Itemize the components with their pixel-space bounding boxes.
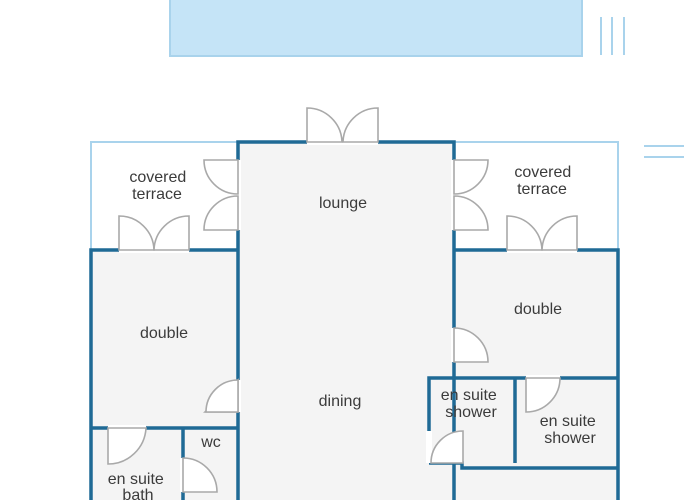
door-double-right-terrace-right [541,215,578,251]
label-covered-terrace-left: covered terrace [129,169,190,203]
door-lounge-west-top [203,159,239,195]
label-dining: dining [319,393,362,410]
room-labels: covered terrace covered terrace lounge d… [108,164,601,500]
door-double-left-terrace-left [118,215,155,251]
label-en-suite-shower-center: en suite shower [441,387,502,421]
pool-ladder [600,17,625,55]
label-wc: wc [200,434,221,451]
step-markers [644,145,684,158]
door-double-right [453,327,489,363]
door-double-left-terrace-right [153,215,190,251]
pool [169,0,583,57]
label-double-right: double [514,301,562,318]
terrace-outlines [90,141,619,250]
door-lounge-top-left [306,107,343,143]
door-double-right-terrace-left [506,215,543,251]
door-lounge-west-bottom [203,195,239,231]
label-covered-terrace-right: covered terrace [514,164,575,198]
doors [107,107,578,493]
door-en-suite-shower-center [430,430,464,464]
door-lounge-top-right [342,107,379,143]
lounge-dining-floor [238,142,454,500]
door-wc [182,457,218,493]
door-lounge-east-bottom [453,195,489,231]
label-double-left: double [140,325,188,342]
label-lounge: lounge [319,195,367,212]
door-lounge-east-top [453,159,489,195]
label-en-suite-shower-right: en suite shower [540,413,601,447]
door-en-suite-bath [107,427,147,465]
label-en-suite-bath: en suite bath [108,471,169,500]
door-en-suite-shower-right [525,377,561,413]
